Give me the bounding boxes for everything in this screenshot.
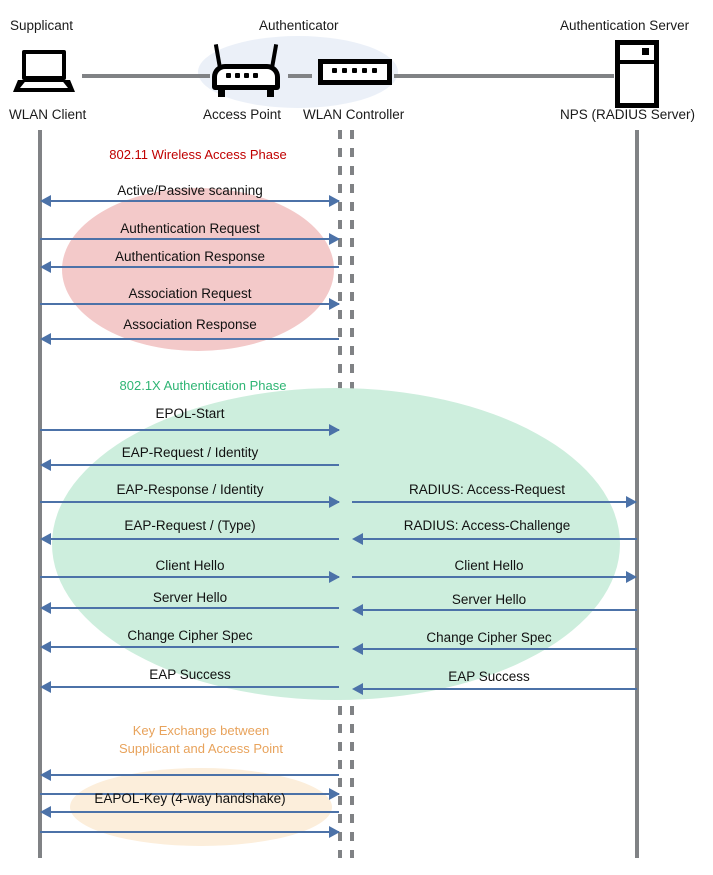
arrow-client-hello-right (352, 576, 636, 578)
access-point-name-label: Access Point (203, 107, 282, 122)
arrow-auth-request (40, 238, 339, 240)
message-label-eap-response-identity: EAP-Response / Identity (116, 482, 264, 497)
arrow-head-key-exchange-2 (329, 788, 340, 800)
arrow-head-eapol-start (329, 424, 340, 436)
message-label-radius-access-challenge: RADIUS: Access-Challenge (403, 518, 571, 533)
arrow-head-client-hello-right (626, 571, 637, 583)
arrow-head-auth-request (329, 233, 340, 245)
arrow-change-cipher-spec-right (354, 648, 637, 650)
arrow-key-exchange-4 (40, 831, 339, 833)
message-label-server-hello-right: Server Hello (451, 592, 527, 607)
arrow-eap-request-type (42, 538, 339, 540)
laptop-icon (13, 50, 75, 94)
arrow-assoc-response (42, 338, 339, 340)
message-label-radius-access-request: RADIUS: Access-Request (408, 482, 566, 497)
arrow-head-eap-success-right (352, 683, 363, 695)
arrow-eap-success-left (42, 686, 339, 688)
message-label-eapol-key: EAPOL-Key (4-way handshake) (94, 791, 286, 806)
message-label-eap-request-identity: EAP-Request / Identity (121, 445, 259, 460)
phase-dot1x-title: 802.1X Authentication Phase (119, 378, 287, 393)
message-label-eap-success-left: EAP Success (149, 667, 231, 682)
supplicant-name-label: WLAN Client (9, 107, 87, 122)
message-label-assoc-request: Association Request (128, 286, 252, 301)
arrow-head-eap-response-identity (329, 496, 340, 508)
arrow-head-eap-request-identity (40, 459, 51, 471)
message-label-auth-response: Authentication Response (114, 249, 266, 264)
message-label-scanning: Active/Passive scanning (117, 183, 263, 198)
auth-server-name-label: NPS (RADIUS Server) (560, 107, 696, 122)
arrow-assoc-request (40, 303, 339, 305)
arrow-head-change-cipher-spec-right (352, 643, 363, 655)
wlan-controller-icon (318, 59, 392, 85)
arrow-head-assoc-request (329, 298, 340, 310)
wire-ap-controller (288, 74, 312, 78)
arrow-server-hello-left (42, 607, 339, 609)
arrow-head-eap-success-left (40, 681, 51, 693)
wire-controller-server (394, 74, 614, 78)
auth-server-role-label: Authentication Server (560, 18, 690, 33)
controller-name-label: WLAN Controller (303, 107, 405, 122)
arrow-head-auth-response (40, 261, 51, 273)
message-label-eap-request-type: EAP-Request / (Type) (124, 518, 256, 533)
arrow-eapol-start (40, 429, 339, 431)
phase-keyexchange-title-line1: Key Exchange between (132, 723, 270, 738)
message-label-change-cipher-spec-left: Change Cipher Spec (127, 628, 253, 643)
arrow-key-exchange-1 (42, 774, 339, 776)
arrow-head-scanning-right (329, 195, 340, 207)
message-label-client-hello-right: Client Hello (454, 558, 524, 573)
arrow-eap-success-right (354, 688, 637, 690)
phase-wireless-title: 802.11 Wireless Access Phase (109, 147, 287, 162)
arrow-auth-response (42, 266, 339, 268)
message-label-server-hello-left: Server Hello (152, 590, 228, 605)
arrow-head-key-exchange-1 (40, 769, 51, 781)
arrow-scanning (42, 200, 339, 202)
arrow-head-key-exchange-4 (329, 826, 340, 838)
arrow-eap-request-identity (42, 464, 339, 466)
message-label-eap-success-right: EAP Success (448, 669, 530, 684)
arrow-head-key-exchange-3 (40, 806, 51, 818)
message-label-auth-request: Authentication Request (120, 221, 260, 236)
arrow-key-exchange-3 (42, 811, 339, 813)
server-icon (615, 40, 659, 108)
wire-client-ap (82, 74, 210, 78)
authenticator-role-label: Authenticator (259, 18, 339, 33)
arrow-head-eap-request-type (40, 533, 51, 545)
message-label-eapol-start: EPOL-Start (155, 406, 225, 421)
arrow-head-scanning-left (40, 195, 51, 207)
arrow-head-change-cipher-spec-left (40, 641, 51, 653)
lifeline-supplicant (38, 130, 42, 858)
arrow-head-server-hello-left (40, 602, 51, 614)
arrow-head-assoc-response (40, 333, 51, 345)
message-label-change-cipher-spec-right: Change Cipher Spec (426, 630, 552, 645)
access-point-icon (212, 44, 280, 97)
arrow-key-exchange-2 (40, 793, 339, 795)
arrow-radius-access-challenge (354, 538, 637, 540)
phase-keyexchange-ellipse (70, 768, 332, 846)
lifeline-auth-server (635, 130, 639, 858)
arrow-server-hello-right (354, 609, 637, 611)
arrow-client-hello-left (40, 576, 339, 578)
supplicant-role-label: Supplicant (10, 18, 74, 33)
arrow-head-client-hello-left (329, 571, 340, 583)
message-label-assoc-response: Association Response (123, 317, 257, 332)
arrow-head-radius-access-request (626, 496, 637, 508)
phase-keyexchange-title-line2: Supplicant and Access Point (118, 741, 284, 756)
arrow-radius-access-request (352, 501, 636, 503)
arrow-change-cipher-spec-left (42, 646, 339, 648)
arrow-head-radius-access-challenge (352, 533, 363, 545)
arrow-eap-response-identity (40, 501, 339, 503)
phase-wireless-ellipse (62, 188, 334, 351)
message-label-client-hello-left: Client Hello (155, 558, 225, 573)
arrow-head-server-hello-right (352, 604, 363, 616)
